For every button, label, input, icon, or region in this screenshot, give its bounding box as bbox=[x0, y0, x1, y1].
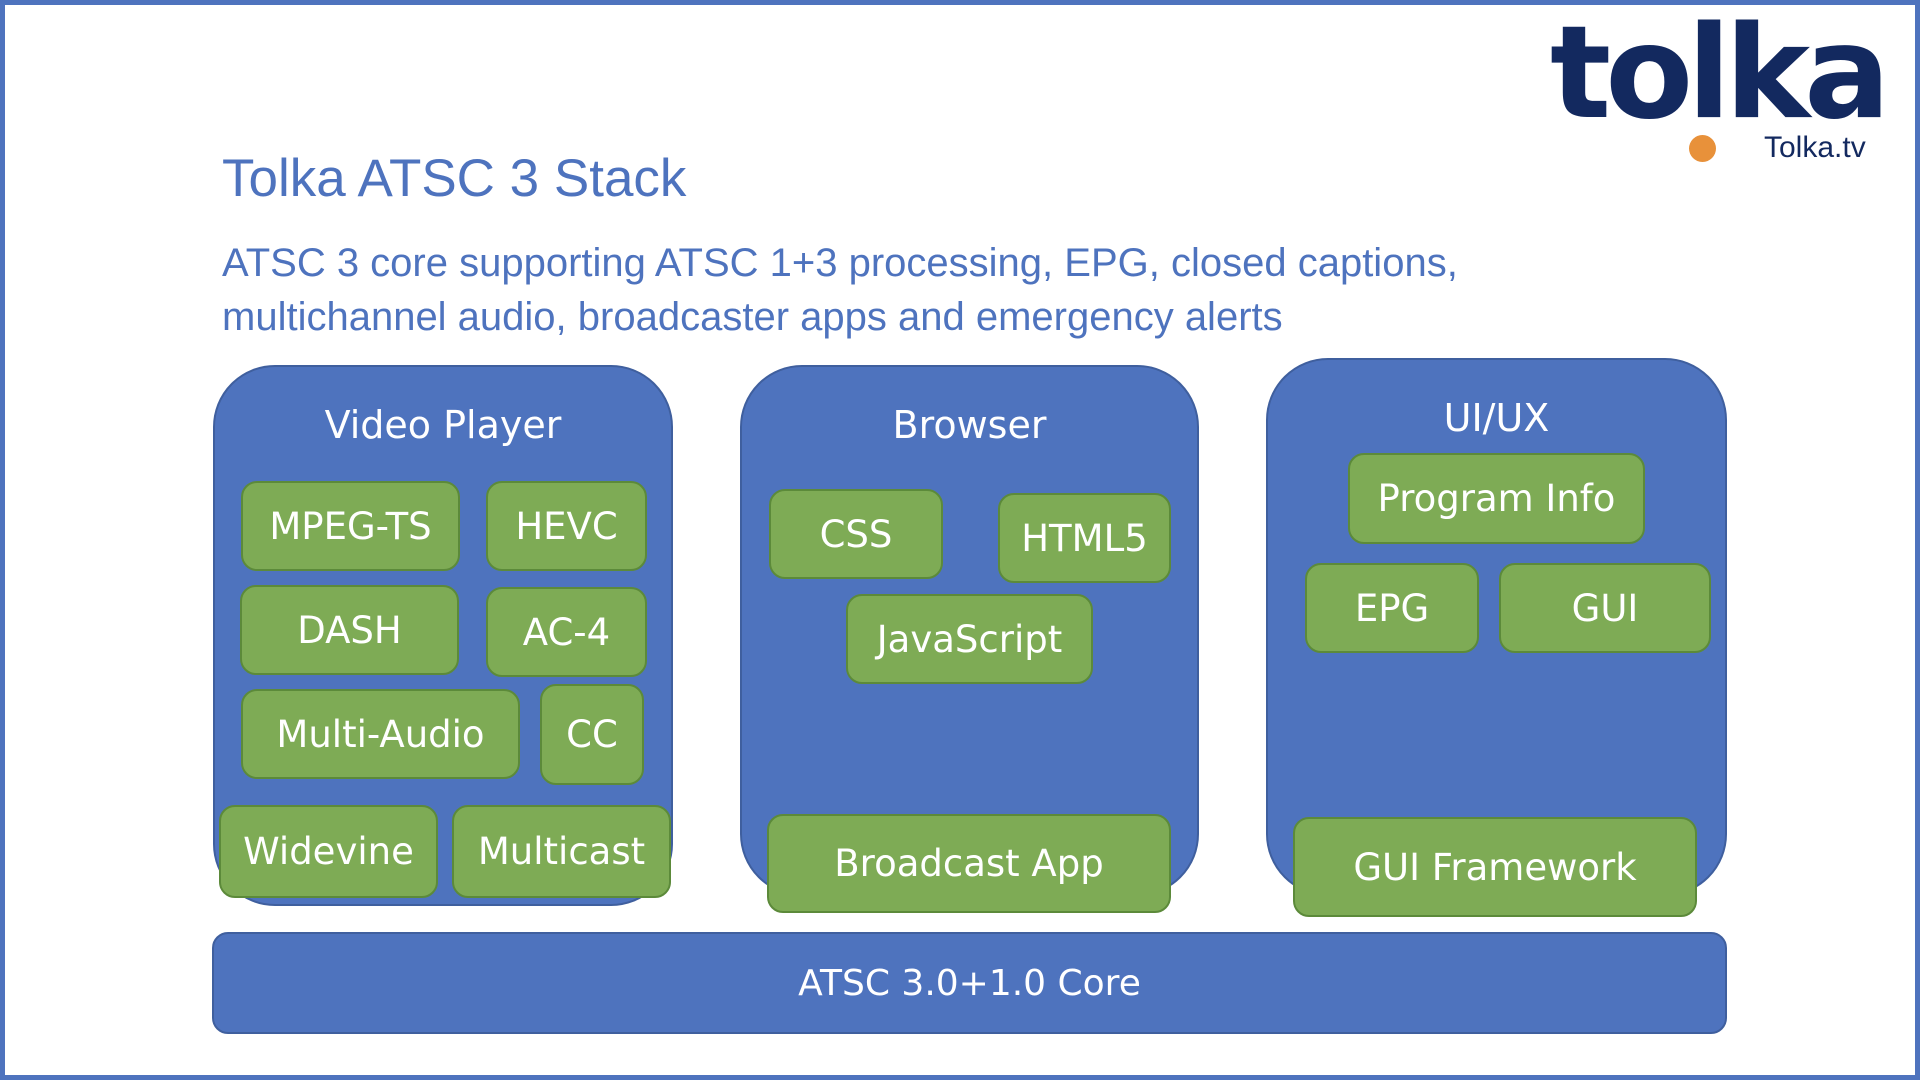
slide-title: Tolka ATSC 3 Stack bbox=[222, 149, 687, 208]
component-ac-4: AC-4 bbox=[486, 587, 647, 677]
component-multi-audio: Multi-Audio bbox=[241, 689, 520, 779]
component-hevc: HEVC bbox=[486, 481, 647, 571]
component-gui: GUI bbox=[1499, 563, 1711, 653]
logo-url: Tolka.tv bbox=[1764, 131, 1866, 164]
panel-title: Browser bbox=[892, 403, 1047, 447]
component-epg: EPG bbox=[1305, 563, 1479, 653]
component-javascript: JavaScript bbox=[846, 594, 1093, 684]
component-widevine: Widevine bbox=[219, 805, 438, 898]
component-gui-framework: GUI Framework bbox=[1293, 817, 1697, 917]
subtitle-line: multichannel audio, broadcaster apps and… bbox=[222, 295, 1283, 339]
logo-wordmark: tolka bbox=[1550, 0, 1890, 148]
component-html5: HTML5 bbox=[998, 493, 1171, 583]
logo-dot-icon bbox=[1689, 135, 1716, 162]
atsc-core-layer: ATSC 3.0+1.0 Core bbox=[212, 932, 1727, 1034]
subtitle-line: ATSC 3 core supporting ATSC 1+3 processi… bbox=[222, 241, 1458, 285]
tolka-logo: tolka Tolka.tv bbox=[1550, 10, 1890, 173]
panel-title: UI/UX bbox=[1443, 396, 1550, 440]
slide-subtitle: ATSC 3 core supporting ATSC 1+3 processi… bbox=[222, 236, 1722, 344]
component-dash: DASH bbox=[240, 585, 459, 675]
panel-title: Video Player bbox=[324, 403, 562, 447]
component-css: CSS bbox=[769, 489, 943, 579]
component-mpeg-ts: MPEG-TS bbox=[241, 481, 460, 571]
component-program-info: Program Info bbox=[1348, 453, 1645, 544]
component-broadcast-app: Broadcast App bbox=[767, 814, 1171, 913]
component-cc: CC bbox=[540, 684, 644, 785]
component-multicast: Multicast bbox=[452, 805, 671, 898]
